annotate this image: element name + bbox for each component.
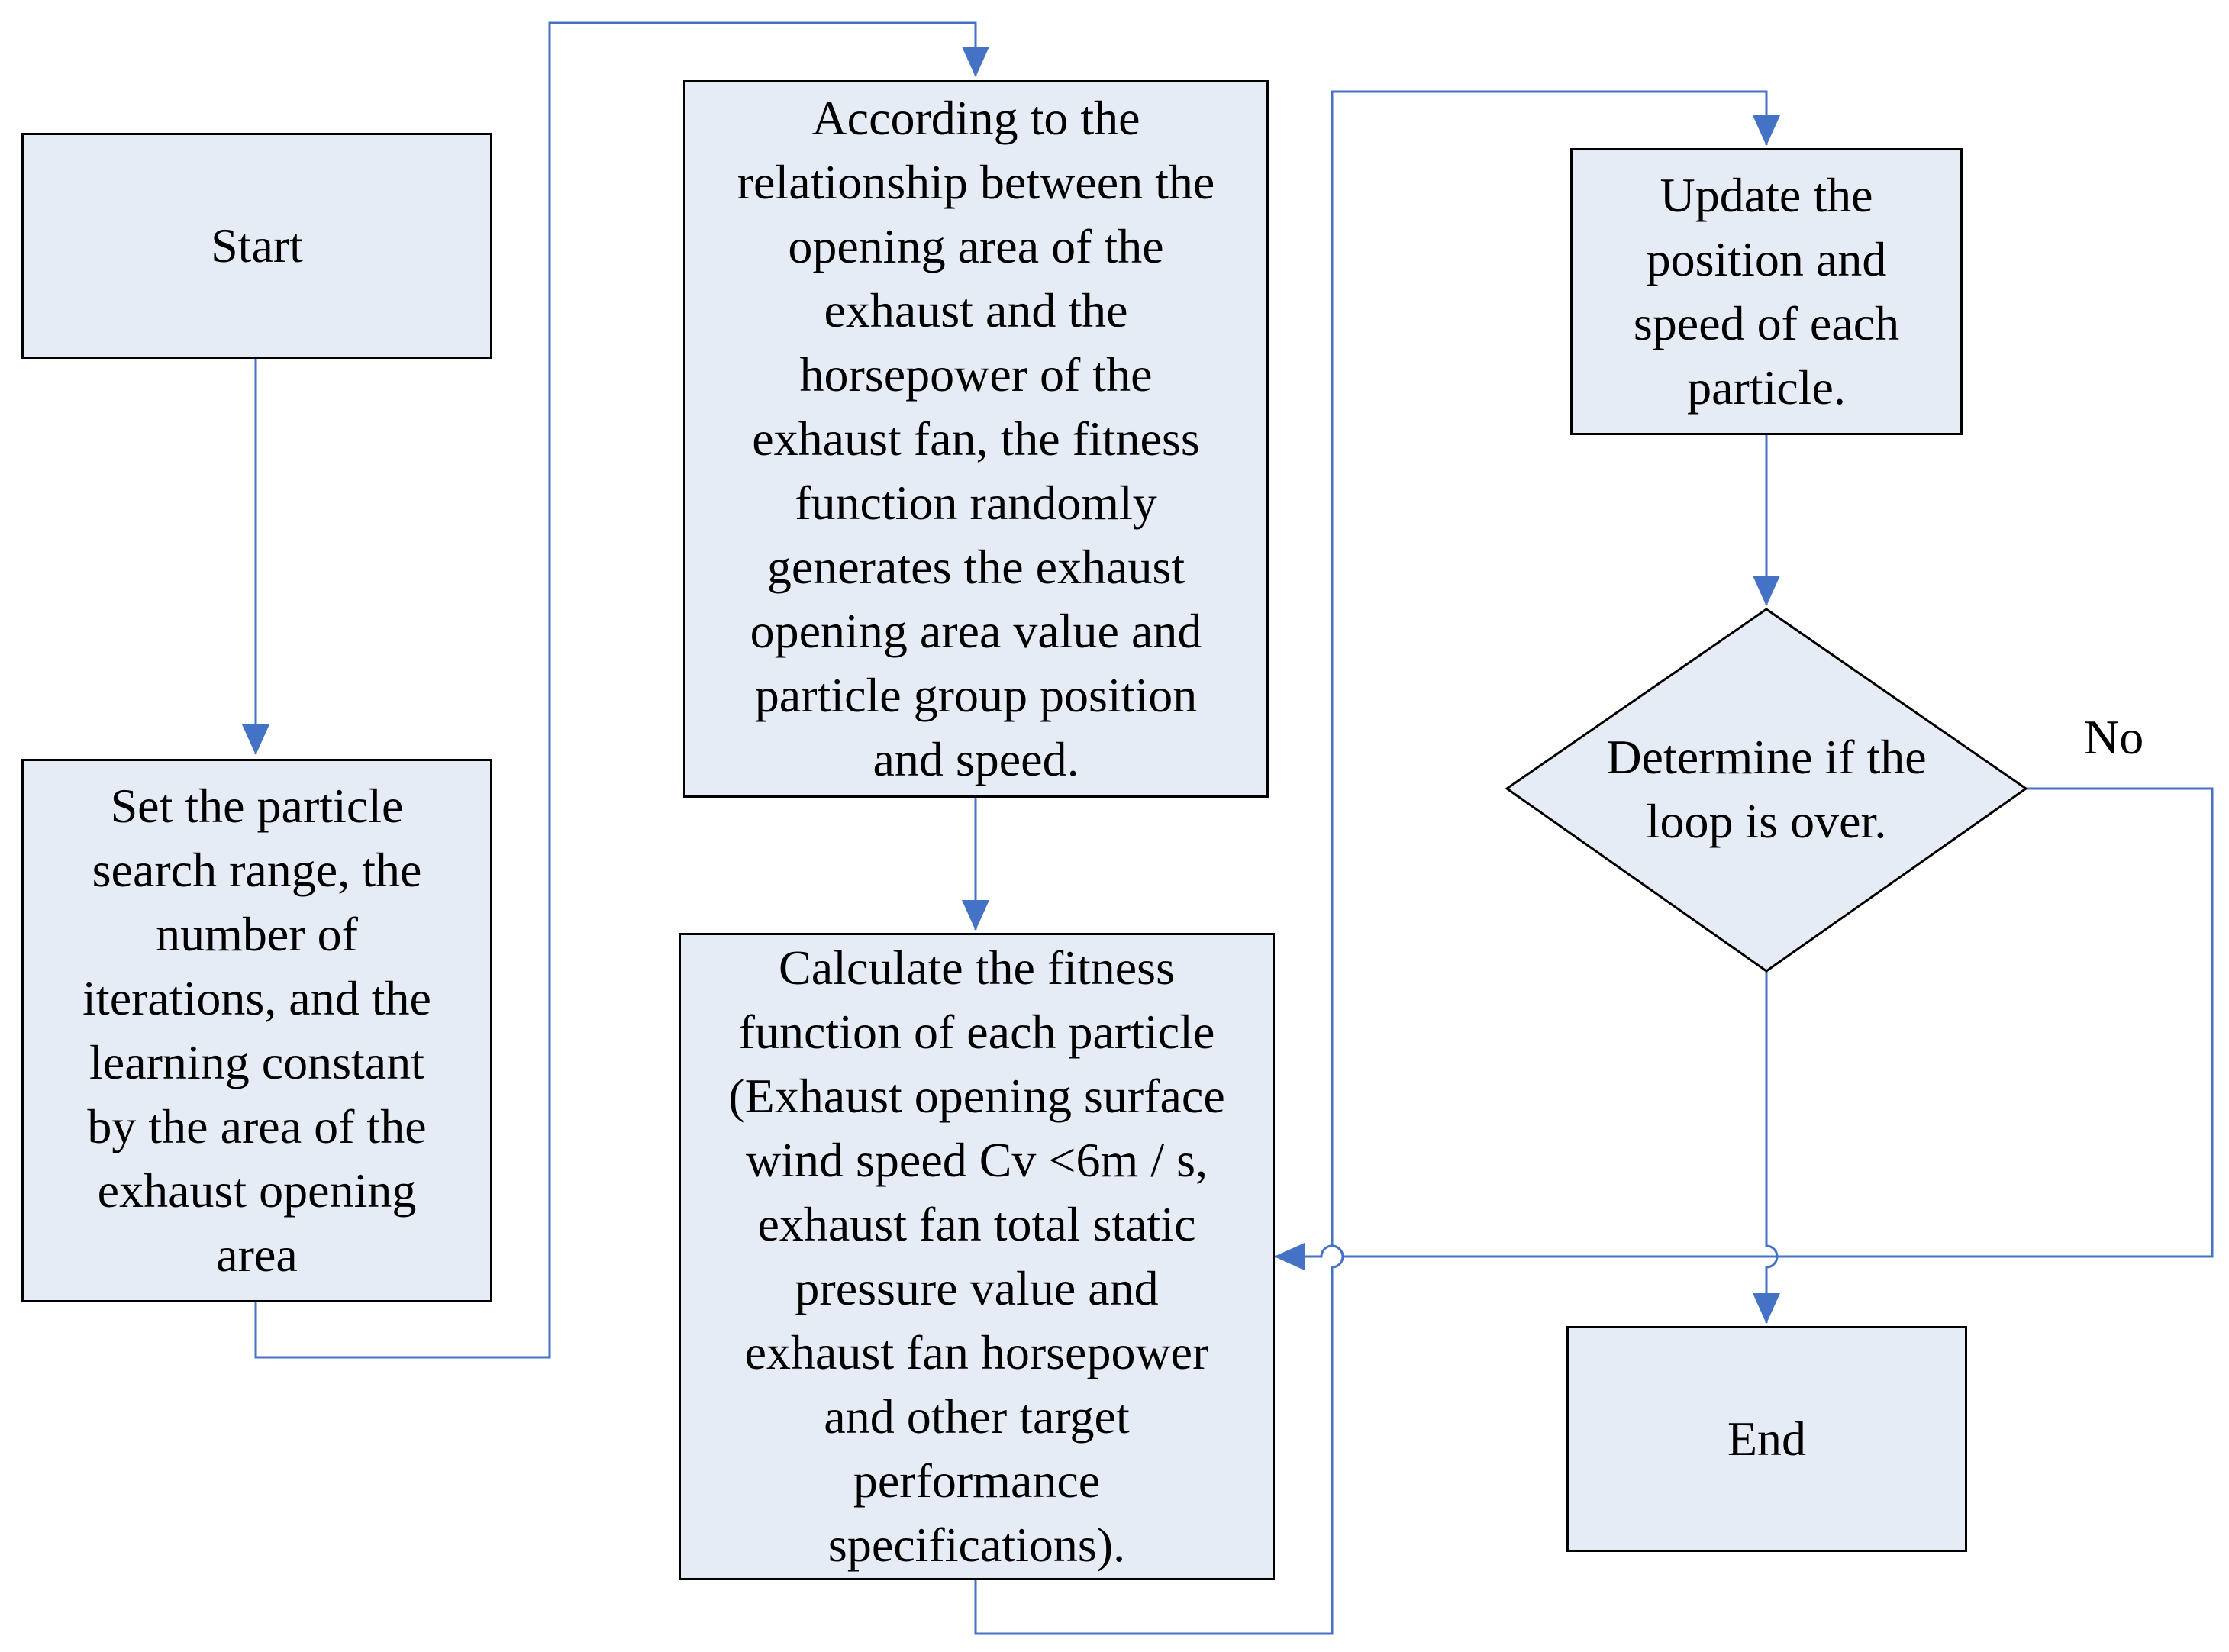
connector-params-to-generate bbox=[254, 21, 989, 1359]
connector-decision-to-end bbox=[1753, 971, 1780, 1324]
start-label: Start bbox=[211, 218, 303, 273]
calculate-fitness-node: Calculate the fitness function of each p… bbox=[679, 933, 1275, 1580]
decision-diamond bbox=[1505, 608, 2028, 973]
connector-no-loop bbox=[1274, 787, 2214, 1270]
fitness-generate-node: According to the relationship between th… bbox=[683, 80, 1269, 798]
end-node: End bbox=[1566, 1326, 1967, 1552]
set-parameters-node: Set the particle search range, the numbe… bbox=[21, 759, 492, 1302]
update-node: Update the position and speed of each pa… bbox=[1570, 148, 1963, 435]
update-label: Update the position and speed of each pa… bbox=[1633, 168, 1900, 415]
no-branch-label: No bbox=[2084, 710, 2144, 764]
fitness-generate-label: According to the relationship between th… bbox=[737, 91, 1215, 786]
calculate-fitness-label: Calculate the fitness function of each p… bbox=[728, 941, 1225, 1572]
decision-label: Determine if the loop is over. bbox=[1606, 730, 1927, 848]
set-parameters-label: Set the particle search range, the numbe… bbox=[82, 779, 431, 1282]
end-label: End bbox=[1727, 1412, 1807, 1466]
start-node: Start bbox=[21, 133, 492, 359]
